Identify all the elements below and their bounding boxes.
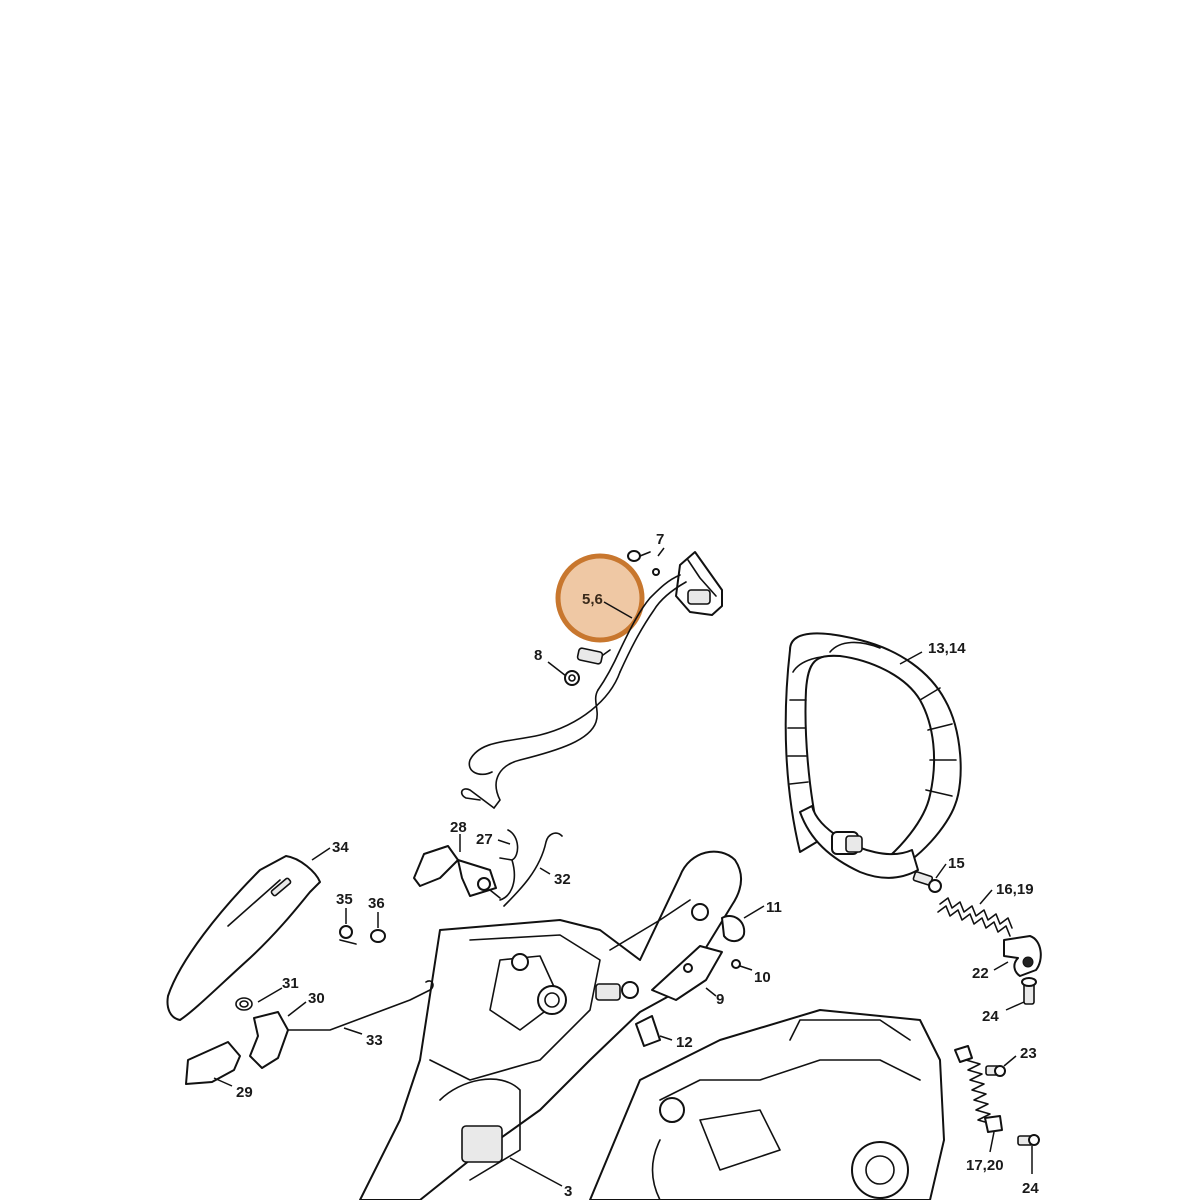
callout-23[interactable]: 23 — [1020, 1045, 1037, 1062]
part-spring-16-19[interactable] — [937, 897, 1013, 937]
part-plate-9[interactable] — [651, 945, 723, 1001]
callout-labels: 5,6 7 8 13,14 28 27 34 32 15 16,19 35 36… — [236, 531, 1039, 1200]
callout-35[interactable]: 35 — [336, 891, 353, 908]
callout-33[interactable]: 33 — [366, 1032, 383, 1049]
part-screw-24-lower[interactable] — [1017, 1134, 1040, 1146]
callout-13-14[interactable]: 13,14 — [928, 640, 966, 657]
callout-5-6[interactable]: 5,6 — [582, 591, 603, 608]
callout-9[interactable]: 9 — [716, 991, 724, 1008]
part-rod-33[interactable] — [287, 980, 434, 1031]
part-screw-23[interactable] — [985, 1065, 1006, 1077]
part-spring-31[interactable] — [235, 997, 253, 1011]
callout-3[interactable]: 3 — [564, 1183, 572, 1200]
callout-24-upper[interactable]: 24 — [982, 1008, 999, 1025]
callout-34[interactable]: 34 — [332, 839, 349, 856]
callout-32[interactable]: 32 — [554, 871, 571, 888]
callout-31[interactable]: 31 — [282, 975, 299, 992]
callout-27[interactable]: 27 — [476, 831, 493, 848]
part-bracket-22[interactable] — [1003, 935, 1042, 977]
part-screw-15[interactable] — [912, 871, 942, 893]
part-trigger-29[interactable] — [185, 1041, 241, 1085]
callout-7[interactable]: 7 — [656, 531, 664, 548]
part-rod-32[interactable] — [503, 832, 563, 907]
part-cover-34[interactable] — [166, 855, 321, 1021]
callout-24-lower[interactable]: 24 — [1022, 1180, 1039, 1197]
part-connector-8[interactable] — [564, 647, 604, 686]
callout-8[interactable]: 8 — [534, 647, 542, 664]
callout-12[interactable]: 12 — [676, 1034, 693, 1051]
callout-11[interactable]: 11 — [766, 899, 782, 916]
part-spring-17-20[interactable] — [954, 1045, 1003, 1133]
part-screw-7[interactable] — [627, 550, 660, 576]
callout-36[interactable]: 36 — [368, 895, 385, 912]
callout-17-20[interactable]: 17,20 — [966, 1157, 1004, 1174]
callout-30[interactable]: 30 — [308, 990, 325, 1007]
part-spring-27[interactable] — [499, 829, 519, 901]
part-washer-36[interactable] — [370, 929, 386, 943]
part-buffer-11[interactable] — [721, 915, 746, 942]
part-screw-10[interactable] — [731, 959, 741, 969]
part-sleeve-12[interactable] — [635, 1015, 661, 1047]
part-rear-handle-housing-3[interactable] — [359, 850, 743, 1200]
callout-28[interactable]: 28 — [450, 819, 467, 836]
part-nut-35[interactable] — [339, 925, 357, 945]
part-lockout-30[interactable] — [249, 1011, 289, 1069]
part-screw-24-upper[interactable] — [1021, 977, 1037, 1005]
callout-16-19[interactable]: 16,19 — [996, 881, 1034, 898]
leader-lines — [213, 547, 1033, 1187]
part-front-handle[interactable] — [784, 632, 962, 879]
callout-10[interactable]: 10 — [754, 969, 771, 986]
highlight-circle[interactable] — [555, 553, 645, 643]
part-engine-block[interactable] — [589, 1009, 945, 1200]
callout-22[interactable]: 22 — [972, 965, 989, 982]
part-lever-28[interactable] — [413, 845, 501, 899]
part-throttle-switch-cable[interactable] — [460, 551, 723, 809]
callout-15[interactable]: 15 — [948, 855, 965, 872]
callout-29[interactable]: 29 — [236, 1084, 253, 1101]
